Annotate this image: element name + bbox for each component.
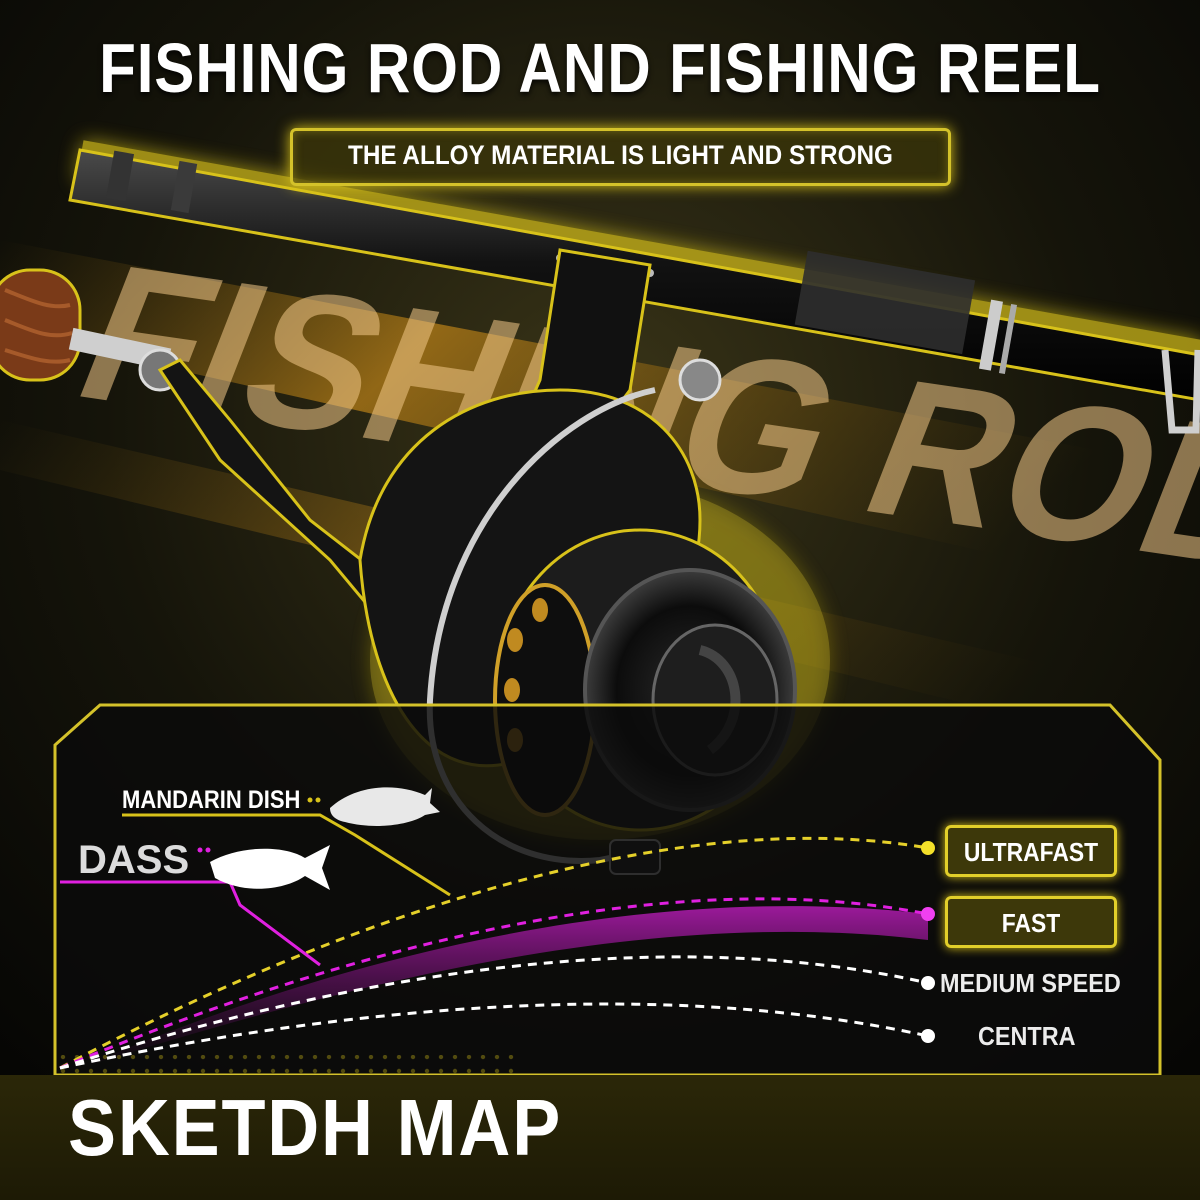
fish-label-dass: DASS [78,838,190,882]
speed-label-ultrafast: ULTRAFAST [963,837,1099,867]
mandarin-fish-icon [330,787,440,826]
subtitle-banner: THE ALLOY MATERIAL IS LIGHT AND STRONG [290,128,951,186]
speed-label-fast: FAST [1001,908,1061,938]
speed-label-centra: CENTRA [978,1021,1076,1051]
speed-badge-ultrafast: ULTRAFAST [945,825,1117,877]
speed-label-medium: MEDIUM SPEED [940,968,1121,998]
reel-handle [0,268,403,623]
speed-badge-fast: FAST [945,896,1117,948]
footer-title: SKETDH MAP [68,1083,563,1172]
fish-label-mandarin: MANDARIN DISH [122,786,301,814]
rod-action-curves [59,836,935,1070]
page-title: FISHING ROD AND FISHING REEL [99,29,1101,107]
footer-band [0,1075,1200,1200]
bass-fish-icon [210,845,330,890]
subtitle: THE ALLOY MATERIAL IS LIGHT AND STRONG [347,140,893,170]
